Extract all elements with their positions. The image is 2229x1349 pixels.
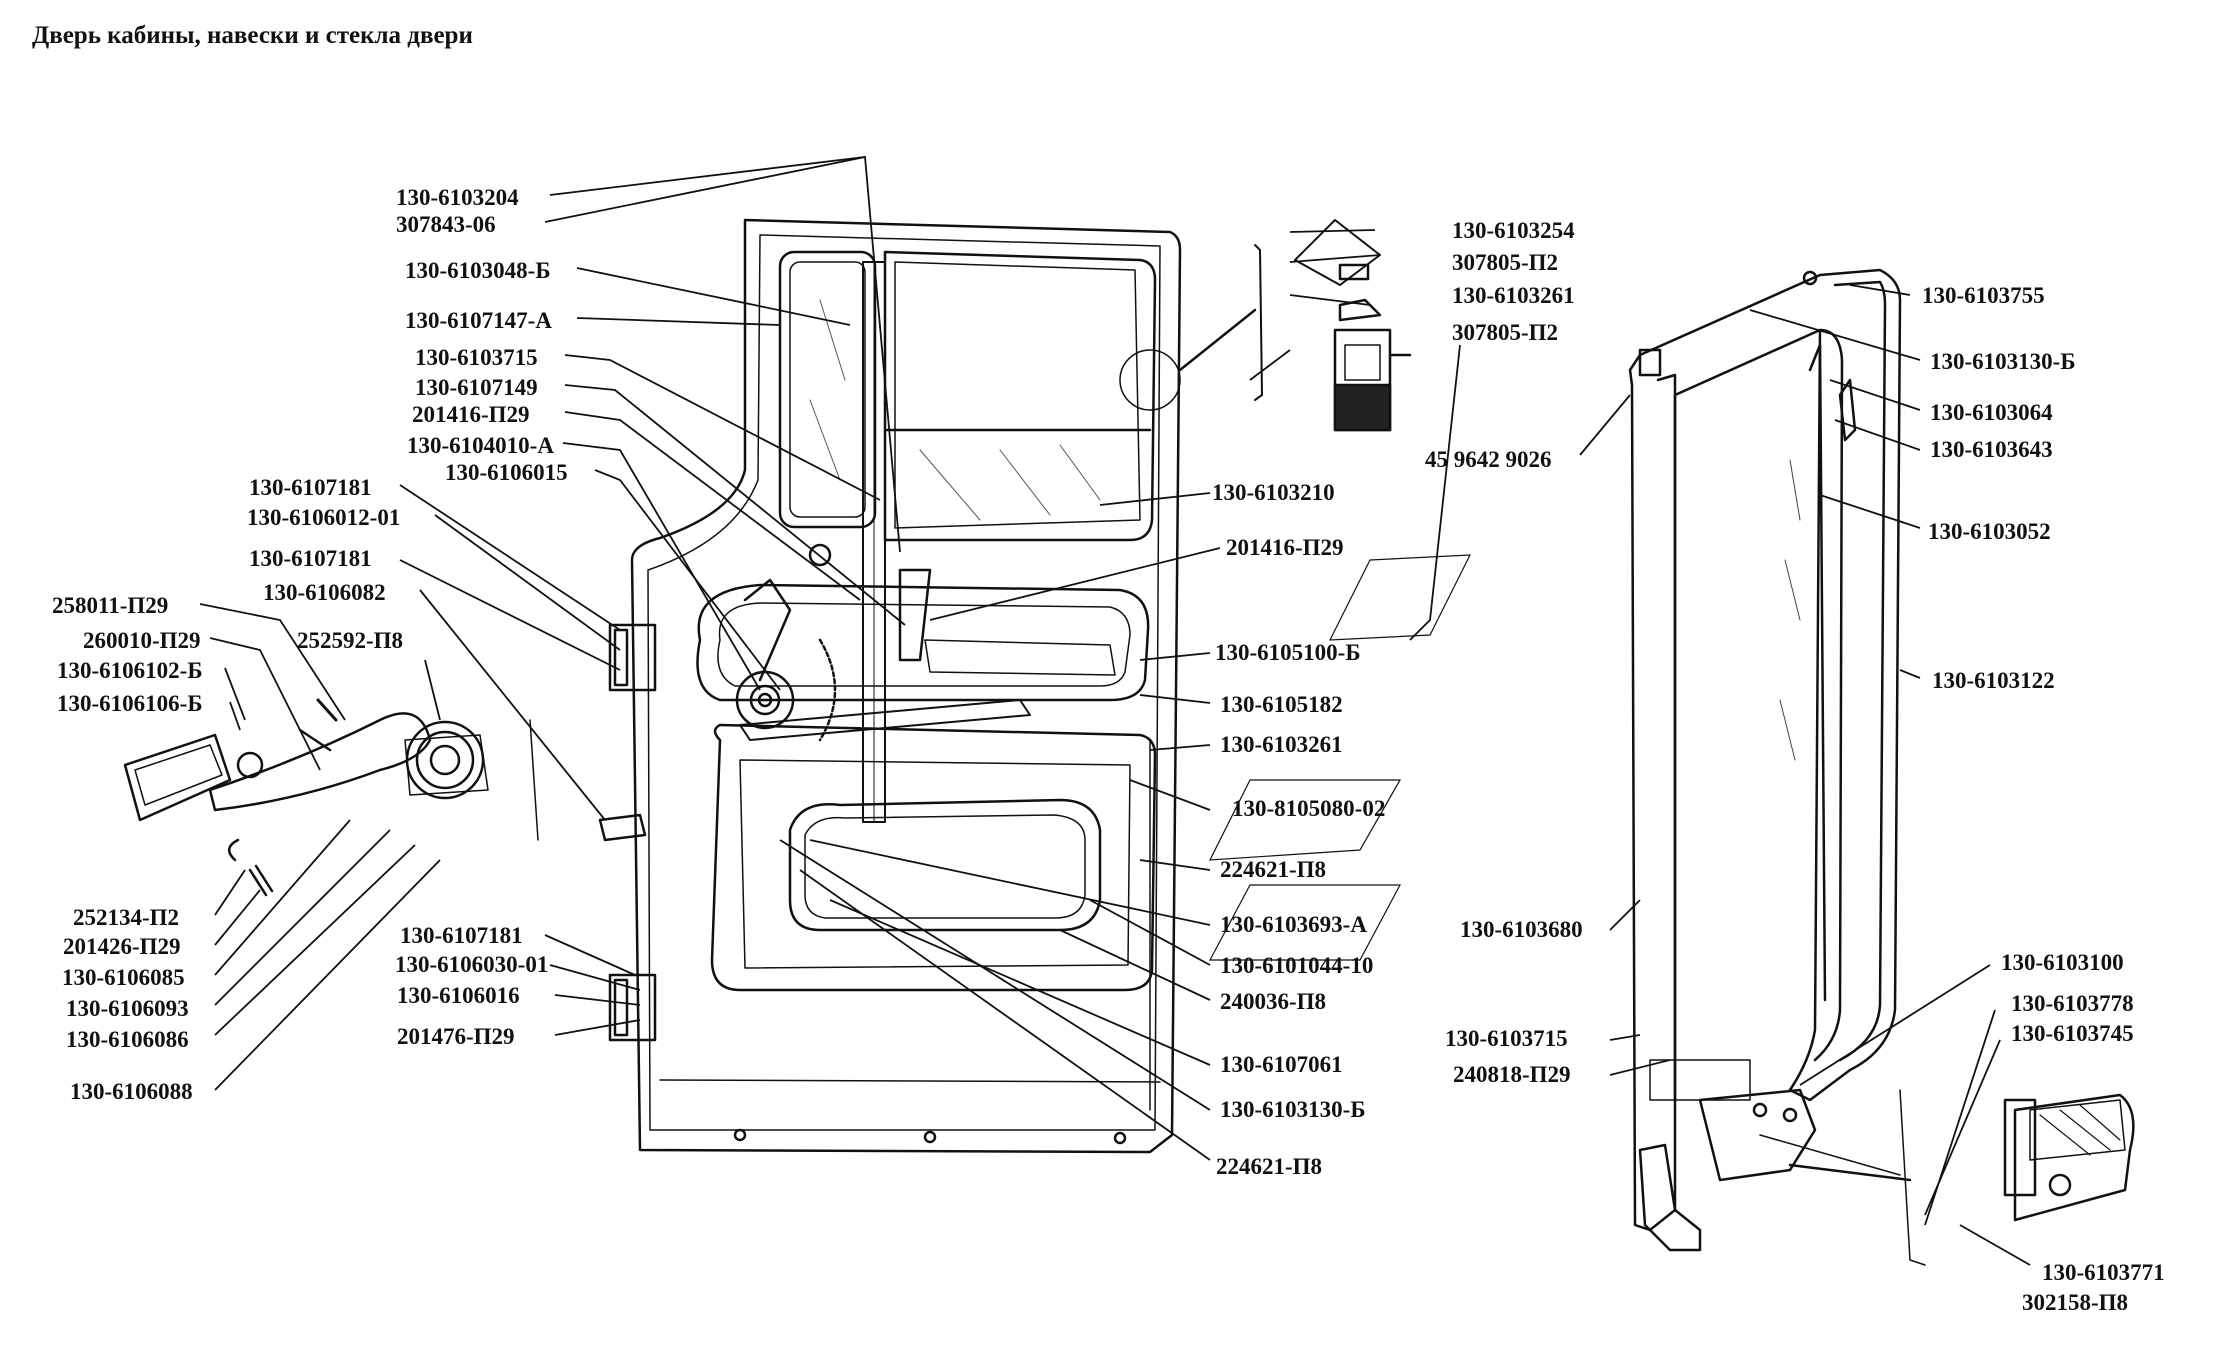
part-label: 45 9642 9026 xyxy=(1425,447,1552,472)
door-panel xyxy=(608,218,1257,1154)
diagram-title: Дверь кабины, навески и стекла двери xyxy=(32,22,473,49)
part-label: 130-6107181 xyxy=(249,475,372,500)
part-label: 302158-П8 xyxy=(2022,1290,2129,1315)
part-label: 130-6106030-01 xyxy=(395,952,549,977)
part-label: 252592-П8 xyxy=(297,628,404,653)
part-label: 130-6106015 xyxy=(445,460,568,485)
part-label: 224621-П8 xyxy=(1216,1154,1323,1179)
part-label: 130-6103715 xyxy=(1445,1026,1568,1051)
part-label: 130-6106082 xyxy=(263,580,386,605)
glass-frame xyxy=(1628,268,1912,1252)
part-label: 130-6103745 xyxy=(2011,1021,2134,1046)
part-label: 130-6103130-Б xyxy=(1220,1097,1366,1122)
part-label: 130-6106012-01 xyxy=(247,505,401,530)
part-label: 130-6107149 xyxy=(415,375,538,400)
part-label: 130-6103715 xyxy=(415,345,538,370)
part-label: 252134-П2 xyxy=(73,905,180,930)
part-label: 130-6107181 xyxy=(249,546,372,571)
part-label: 130-6103755 xyxy=(1922,283,2045,308)
part-label: 201416-П29 xyxy=(412,402,530,427)
part-label: 130-6107061 xyxy=(1220,1052,1343,1077)
part-label: 130-6107147-А xyxy=(405,308,552,333)
part-label: 130-8105080-02 xyxy=(1232,796,1386,821)
part-label: 240036-П8 xyxy=(1220,989,1327,1014)
part-label: 130-6104010-А xyxy=(407,433,554,458)
part-label: 258011-П29 xyxy=(52,593,169,618)
part-label: 201426-П29 xyxy=(63,934,181,959)
part-label: 130-6106102-Б xyxy=(57,658,203,683)
part-label: 130-6106106-Б xyxy=(57,691,203,716)
part-label: 130-6106086 xyxy=(66,1027,189,1052)
part-label: 130-6103254 xyxy=(1452,218,1575,243)
part-label: 130-6103100 xyxy=(2001,950,2124,975)
part-label: 307805-П2 xyxy=(1452,250,1559,275)
part-label: 130-6103204 xyxy=(396,185,519,210)
part-label: 130-6103210 xyxy=(1212,480,1335,505)
part-label: 130-6106088 xyxy=(70,1079,193,1104)
part-label: 130-6103052 xyxy=(1928,519,2051,544)
part-label: 130-6103771 xyxy=(2042,1260,2165,1285)
part-label: 130-6106093 xyxy=(66,996,189,1021)
part-label: 130-6106016 xyxy=(397,983,520,1008)
part-label: 130-6105100-Б xyxy=(1215,640,1361,665)
part-label: 224621-П8 xyxy=(1220,857,1327,882)
part-label: 130-6103778 xyxy=(2011,991,2134,1016)
part-label: 240818-П29 xyxy=(1453,1062,1571,1087)
part-label: 130-6101044-10 xyxy=(1220,953,1374,978)
part-label: 130-6106085 xyxy=(62,965,185,990)
part-label: 307805-П2 xyxy=(1452,320,1559,345)
outer-handle-assembly xyxy=(123,698,647,897)
part-label: 130-6103064 xyxy=(1930,400,2053,425)
part-label: 130-6105182 xyxy=(1220,692,1343,717)
hinge-detail xyxy=(1899,1089,2135,1266)
part-label: 130-6103048-Б xyxy=(405,258,551,283)
part-label: 130-6103261 xyxy=(1452,283,1575,308)
part-label: 201416-П29 xyxy=(1226,535,1344,560)
leader-lines xyxy=(199,155,2031,1266)
part-label: 260010-П29 xyxy=(83,628,201,653)
part-label: 130-6103643 xyxy=(1930,437,2053,462)
part-label: 307843-06 xyxy=(396,212,496,237)
part-label: 130-6103680 xyxy=(1460,917,1583,942)
part-label: 130-6103130-Б xyxy=(1930,349,2076,374)
part-label: 130-6107181 xyxy=(400,923,523,948)
part-label: 201476-П29 xyxy=(397,1024,515,1049)
detail-inset xyxy=(1254,219,1412,432)
part-label: 130-6103693-А xyxy=(1220,912,1367,937)
part-label: 130-6103122 xyxy=(1932,668,2055,693)
part-label: 130-6103261 xyxy=(1220,732,1343,757)
